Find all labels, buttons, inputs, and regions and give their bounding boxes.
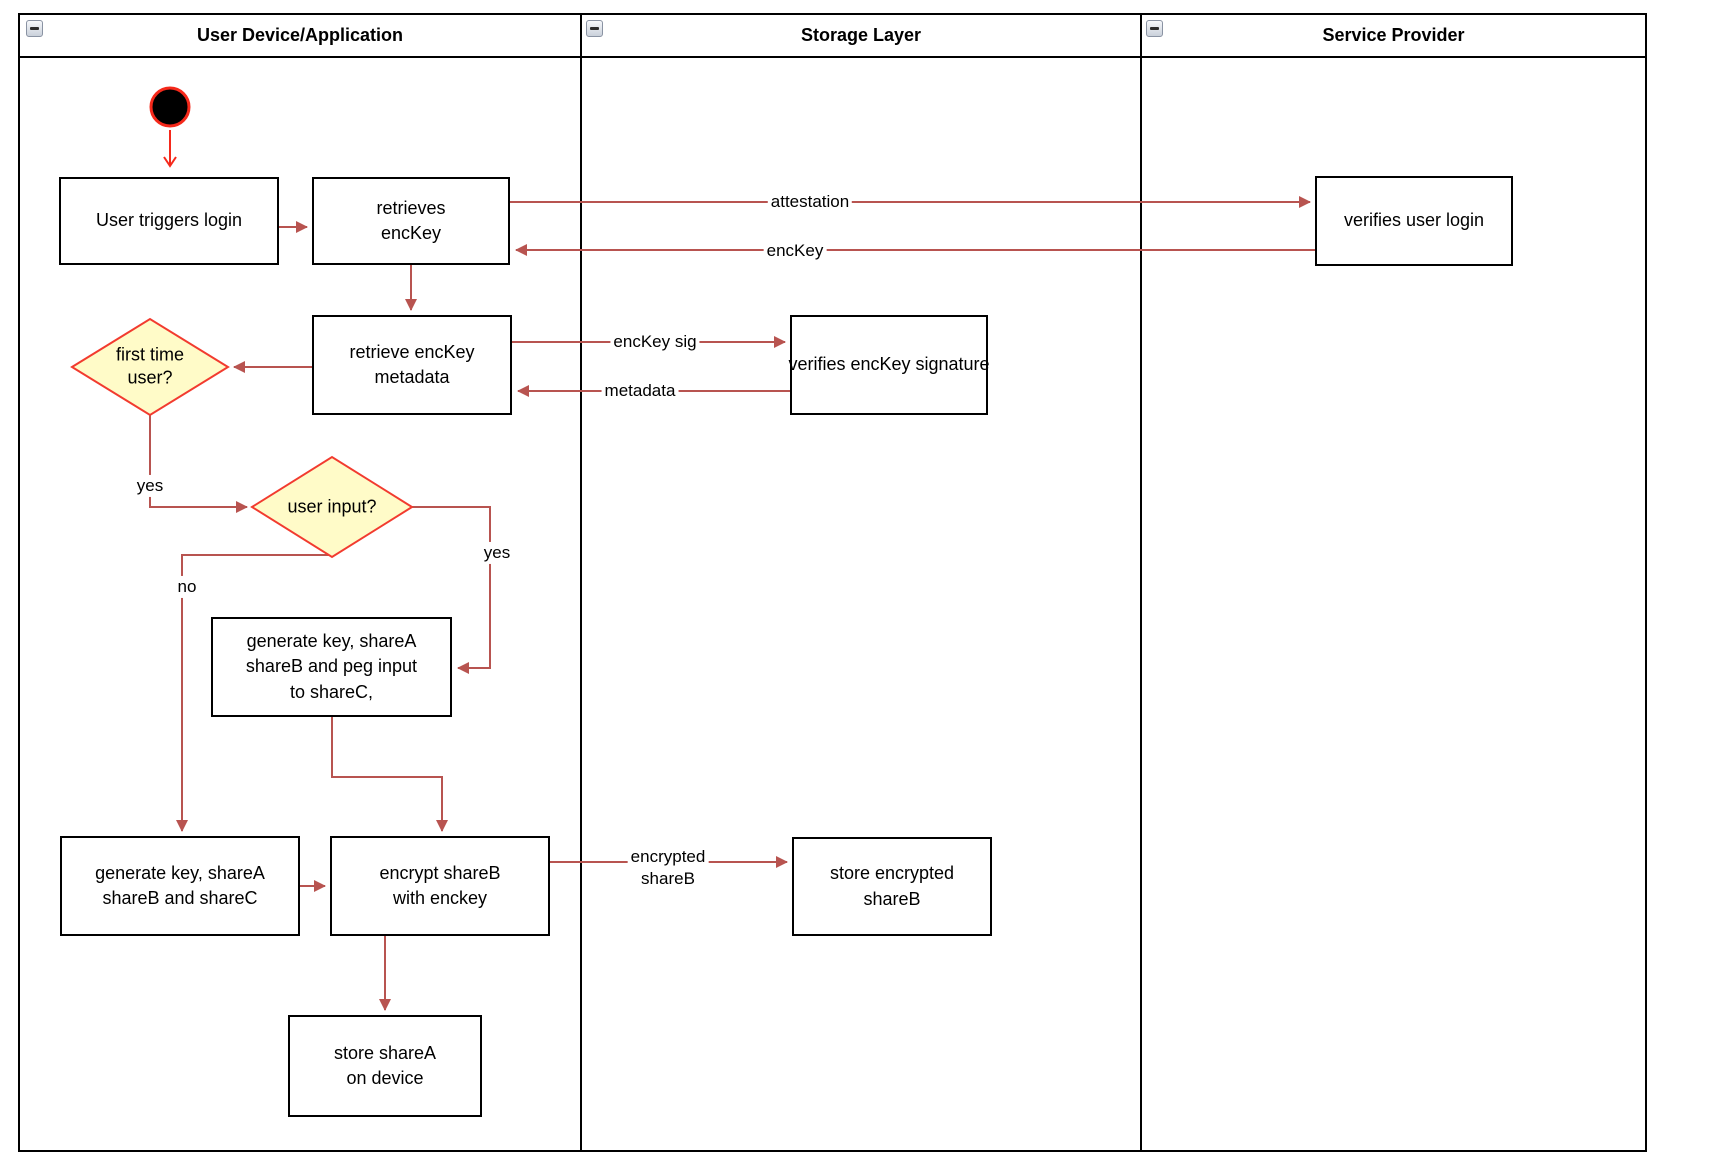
edge-label-enckey: encKey [763, 239, 827, 263]
node-store-sharea[interactable]: store shareA on device [288, 1015, 482, 1117]
collapse-lane-user-device-button[interactable] [26, 20, 43, 37]
edge-label-no-user-input: no [174, 575, 200, 599]
minus-icon [590, 27, 599, 30]
node-verifies-user-login[interactable]: verifies user login [1315, 176, 1513, 266]
lane-divider-1 [580, 15, 582, 1150]
node-retrieves-enckey[interactable]: retrieves encKey [312, 177, 510, 265]
node-store-encrypted-shareb[interactable]: store encrypted shareB [792, 837, 992, 936]
collapse-lane-service-provider-button[interactable] [1146, 20, 1163, 37]
edge-label-yes-user-input: yes [480, 541, 514, 565]
swimlane-pool: User Device/Application Storage Layer Se… [18, 13, 1647, 1152]
minus-icon [1150, 27, 1159, 30]
decision-user-input-label: user input? [287, 496, 377, 517]
lane-header-row [20, 15, 1645, 58]
node-generate-key-peg-input[interactable]: generate key, shareA shareB and peg inpu… [211, 617, 452, 717]
lane-title-service-provider: Service Provider [1322, 25, 1465, 45]
collapse-lane-storage-layer-button[interactable] [586, 20, 603, 37]
lane-title-storage-layer: Storage Layer [800, 25, 922, 45]
decision-first-time-user-label: first time user? [115, 344, 185, 388]
edge-label-metadata: metadata [601, 379, 679, 403]
node-verifies-enckey-signature[interactable]: verifies encKey signature [788, 315, 990, 415]
node-encrypt-shareb[interactable]: encrypt shareB with enckey [330, 836, 550, 936]
edge-label-enckey-sig: encKey sig [610, 330, 700, 354]
edge-label-encrypted-shareb: encrypted shareB [627, 845, 709, 891]
node-generate-key-shares[interactable]: generate key, shareA shareB and shareC [60, 836, 300, 936]
edge-label-yes-first-time: yes [133, 474, 167, 498]
node-retrieve-enckey-metadata[interactable]: retrieve encKey metadata [312, 315, 512, 415]
lane-divider-2 [1140, 15, 1142, 1150]
lane-title-user-device: User Device/Application [196, 25, 404, 45]
minus-icon [30, 27, 39, 30]
edge-label-attestation: attestation [767, 190, 853, 214]
node-user-triggers-login[interactable]: User triggers login [59, 177, 279, 265]
